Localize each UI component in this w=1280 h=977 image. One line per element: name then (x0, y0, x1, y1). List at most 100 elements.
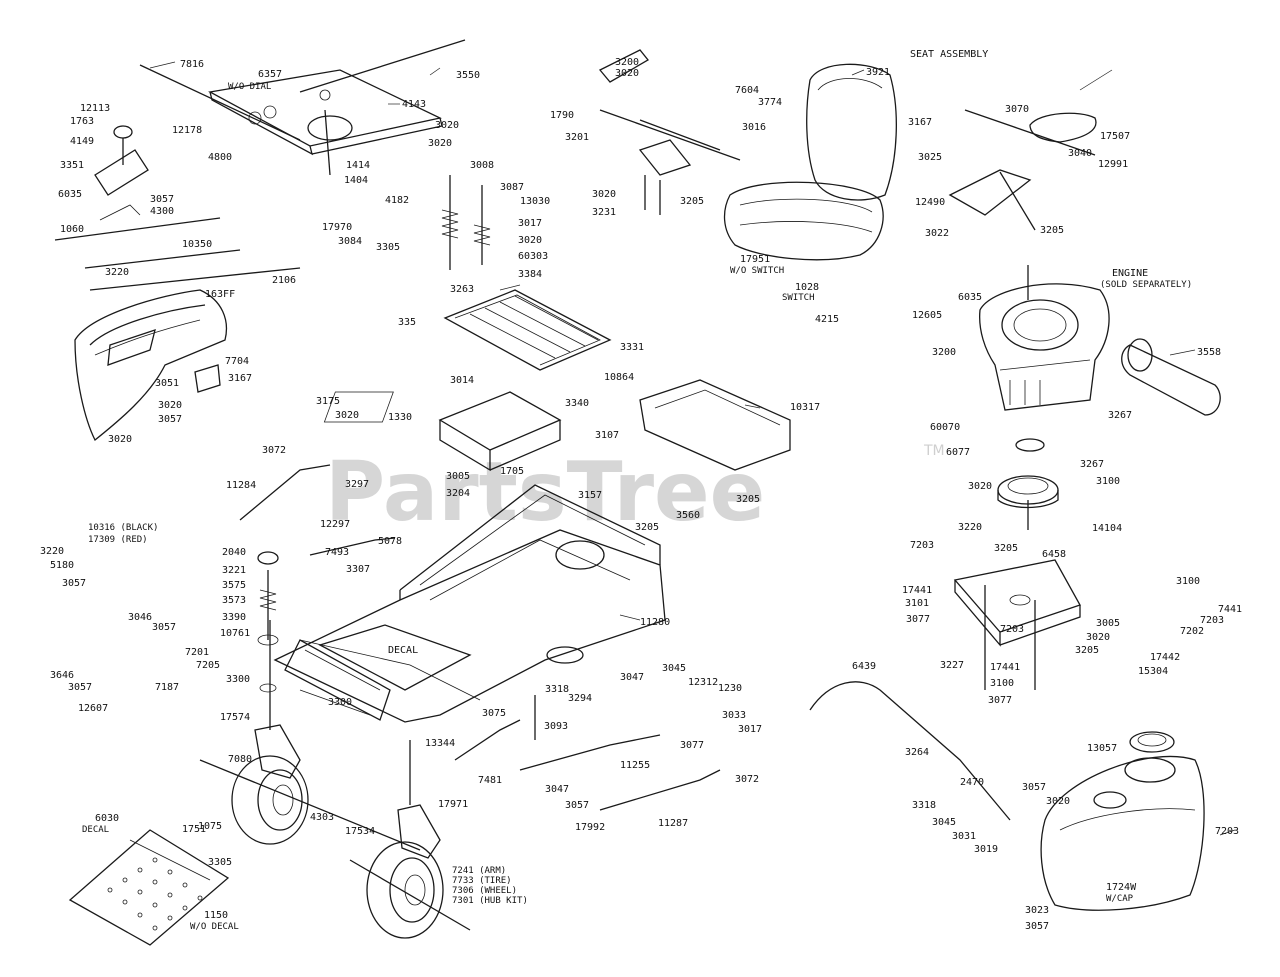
part-label: 13057 (1087, 743, 1117, 754)
part-label: 3264 (905, 747, 929, 758)
part-label: 2040 (222, 547, 246, 558)
part-label: 7203 (1200, 615, 1224, 626)
part-label: 3057 (152, 622, 176, 633)
part-label: 3307 (346, 564, 370, 575)
part-label: 3305 (208, 857, 232, 868)
rear-drive-wheel (349, 841, 471, 939)
part-label: 3227 (940, 660, 964, 671)
part-label: 3020 (968, 481, 992, 492)
part-label: 3087 (500, 182, 524, 193)
part-label: 1330 (388, 412, 412, 423)
part-label: 3200 (932, 347, 956, 358)
main-frame (273, 484, 666, 723)
part-label: 3075 (482, 708, 506, 719)
part-label: 3205 (736, 494, 760, 505)
part-label: 3025 (918, 152, 942, 163)
part-label: 7481 (478, 775, 502, 786)
part-label: 17971 (438, 799, 468, 810)
part-label: 10350 (182, 239, 212, 250)
part-label: W/CAP (1106, 894, 1134, 904)
part-label: 6458 (1042, 549, 1066, 560)
part-label: 6357 (258, 69, 282, 80)
part-label: 17970 (322, 222, 352, 233)
part-label: 10316 (BLACK) (88, 523, 158, 533)
part-label: 7306 (WHEEL) (452, 886, 517, 896)
seat-adjust-bracket (948, 109, 1097, 231)
part-label: 7202 (1180, 626, 1204, 637)
part-label: 3220 (40, 546, 64, 557)
part-label: 3331 (620, 342, 644, 353)
part-label: 3205 (994, 543, 1018, 554)
part-label: 6035 (958, 292, 982, 303)
part-label: 3175 (316, 396, 340, 407)
part-label: 3020 (108, 434, 132, 445)
part-label: 3231 (592, 207, 616, 218)
leader-lines (149, 61, 1236, 836)
part-label: 3340 (565, 398, 589, 409)
part-label: 163FF (205, 289, 235, 300)
part-label: DECAL (388, 645, 418, 656)
part-label: 12297 (320, 519, 350, 530)
spring-stack-a (441, 175, 459, 270)
upper-linkage-plate (139, 39, 466, 176)
part-label: 3045 (662, 663, 686, 674)
part-label: 3300 (328, 697, 352, 708)
part-label: 3057 (150, 194, 174, 205)
part-label: 3047 (545, 784, 569, 795)
part-label: 4143 (402, 99, 426, 110)
part-label: 3101 (905, 598, 929, 609)
part-label: 4303 (310, 812, 334, 823)
partstree-watermark: PartsTree (325, 445, 765, 540)
part-label: 12312 (688, 677, 718, 688)
part-label: 3031 (952, 831, 976, 842)
switch-bracket-left (54, 125, 301, 291)
part-label: 3205 (1075, 645, 1099, 656)
part-label: 3318 (912, 800, 936, 811)
part-label: 6030 (95, 813, 119, 824)
part-label: 3921 (866, 67, 890, 78)
part-label: 3057 (1025, 921, 1049, 932)
part-label: 3390 (222, 612, 246, 623)
part-label: 17507 (1100, 131, 1130, 142)
part-label: 7241 (ARM) (452, 866, 506, 876)
part-label: 5180 (50, 560, 74, 571)
part-label: 3057 (68, 682, 92, 693)
part-label: 3077 (680, 740, 704, 751)
part-label: 3220 (958, 522, 982, 533)
part-label: 3014 (450, 375, 474, 386)
part-label: 3384 (518, 269, 542, 280)
part-label: 3016 (742, 122, 766, 133)
battery-box (323, 391, 562, 472)
part-label: 12178 (172, 125, 202, 136)
part-label: 3020 (518, 235, 542, 246)
part-label: 3020 (592, 189, 616, 200)
part-label: 1028 (795, 282, 819, 293)
muffler (1121, 338, 1221, 416)
part-label: DECAL (82, 825, 109, 835)
part-label: 12113 (80, 103, 110, 114)
part-label: 3033 (722, 710, 746, 721)
part-label: 7203 (910, 540, 934, 551)
part-label: 10864 (604, 372, 634, 383)
part-label: 7441 (1218, 604, 1242, 615)
part-label: ENGINE (1112, 268, 1148, 279)
part-label: 3022 (925, 228, 949, 239)
part-label: 12607 (78, 703, 108, 714)
part-label: 17441 (990, 662, 1020, 673)
part-label: 3072 (262, 445, 286, 456)
part-label: 12490 (915, 197, 945, 208)
part-label: 13030 (520, 196, 550, 207)
seat-slide-rails (598, 49, 741, 215)
part-label: 2106 (272, 275, 296, 286)
engine (979, 265, 1110, 411)
part-label: 1705 (500, 466, 524, 477)
part-label: 7301 (HUB KIT) (452, 896, 528, 906)
part-label: 3294 (568, 693, 592, 704)
part-label: (SOLD SEPARATELY) (1100, 280, 1192, 290)
part-label: 3167 (908, 117, 932, 128)
part-label: 3204 (446, 488, 470, 499)
part-label: 3205 (635, 522, 659, 533)
part-label: 7493 (325, 547, 349, 558)
caster-fork (254, 551, 301, 779)
part-label: 3205 (680, 196, 704, 207)
